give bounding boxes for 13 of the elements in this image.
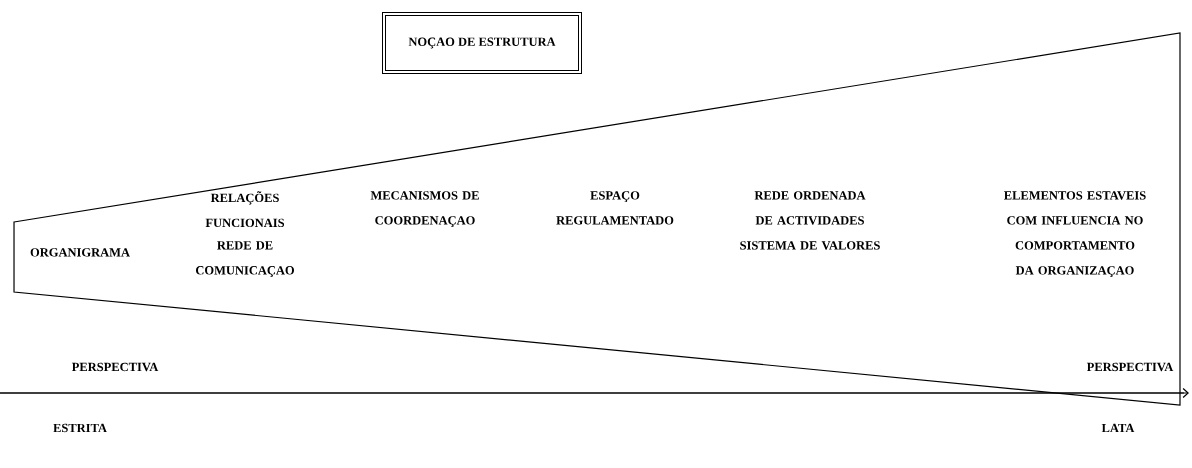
item-text: REDE ORDENADA DE ACTIVIDADES: [754, 191, 866, 225]
item-text: MECANISMOS DE COORDENAÇAO: [370, 191, 479, 228]
axis-label: PERSPECTIVA: [71, 362, 159, 372]
item-text: RELAÇÕES FUNCIONAIS: [205, 191, 285, 228]
item-text: ORGANIGRAMA: [30, 248, 130, 257]
item-text: ELEMENTOS ESTAVEIS COM INFLUENCIA NO COMPORTAMENTO DA ORGANIZAÇAO: [1004, 191, 1146, 278]
title-box: NOÇAO DE ESTRUTURA: [382, 12, 582, 74]
item-text: REDE DE COMUNICAÇAO: [196, 241, 295, 277]
axis-label: LATA: [1101, 423, 1135, 433]
item-text: SISTEMA DE VALORES: [740, 241, 880, 250]
axis-label: ESTRITA: [53, 423, 107, 433]
item-text: ESPAÇO REGULAMENTADO: [556, 191, 674, 225]
axis-label: PERSPECTIVA: [1086, 362, 1174, 372]
